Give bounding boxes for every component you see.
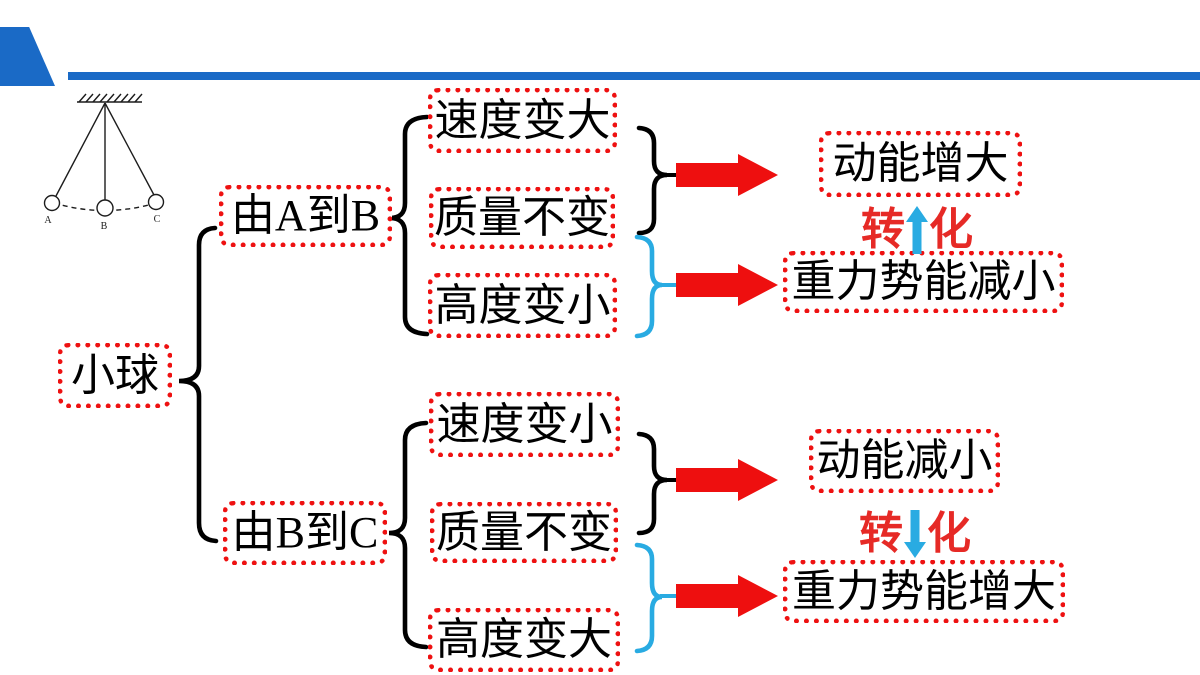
branch1-condition-speed-box: 速度变大 bbox=[428, 88, 617, 153]
branch1-node-box: 由A到B bbox=[219, 185, 392, 247]
branch2-condition-height-box: 高度变大 bbox=[428, 608, 620, 672]
arrow-to-potential-1 bbox=[676, 264, 778, 306]
pendulum-diagram: A B C bbox=[43, 93, 165, 232]
branch2-brace bbox=[388, 420, 429, 650]
transform-text-left: 转 bbox=[861, 205, 905, 254]
branch2-condition-mass-box: 质量不变 bbox=[430, 502, 618, 563]
branch2-kinetic-group-brace bbox=[636, 431, 668, 536]
transform-down-arrow-icon bbox=[904, 510, 926, 558]
arrow-to-kinetic-1 bbox=[676, 154, 778, 196]
pendulum-label-c: C bbox=[154, 214, 161, 225]
transform-text-right: 化 bbox=[929, 205, 973, 254]
root-node-box: 小球 bbox=[58, 343, 172, 408]
branch1-outcome-kinetic-box: 动能增大 bbox=[819, 131, 1022, 197]
arrow-to-kinetic-2 bbox=[676, 459, 778, 501]
branch1-transform-label: 转 化 bbox=[861, 206, 973, 254]
root-brace bbox=[178, 225, 219, 544]
branch1-potential-group-brace bbox=[634, 234, 663, 339]
branch1-condition-mass-box: 质量不变 bbox=[429, 187, 615, 249]
branch2-outcome-kinetic-box: 动能减小 bbox=[809, 429, 1000, 493]
pendulum-label-a: A bbox=[44, 215, 52, 226]
pendulum-balls bbox=[43, 193, 165, 217]
branch2-transform-label: 转 化 bbox=[859, 510, 971, 558]
branch1-condition-height-box: 高度变小 bbox=[428, 273, 617, 338]
corner-accent-shape bbox=[0, 27, 55, 86]
pendulum-ceiling bbox=[77, 93, 143, 103]
branch2-potential-group-brace bbox=[634, 542, 663, 654]
branch1-brace bbox=[389, 114, 430, 337]
pendulum-label-b: B bbox=[101, 221, 108, 232]
pendulum-swing-arc bbox=[53, 202, 157, 212]
header-divider-bar bbox=[68, 72, 1200, 80]
branch2-node-box: 由B到C bbox=[223, 501, 387, 565]
branch1-outcome-potential-box: 重力势能减小 bbox=[783, 251, 1064, 313]
branch1-kinetic-group-brace bbox=[636, 125, 668, 236]
pendulum-strings bbox=[55, 102, 155, 200]
transform-text-left: 转 bbox=[859, 509, 903, 558]
transform-up-arrow-icon bbox=[906, 206, 928, 254]
branch2-condition-speed-box: 速度变小 bbox=[429, 392, 620, 457]
arrow-to-potential-2 bbox=[676, 575, 778, 617]
transform-text-right: 化 bbox=[927, 509, 971, 558]
branch2-outcome-potential-box: 重力势能增大 bbox=[783, 560, 1065, 623]
